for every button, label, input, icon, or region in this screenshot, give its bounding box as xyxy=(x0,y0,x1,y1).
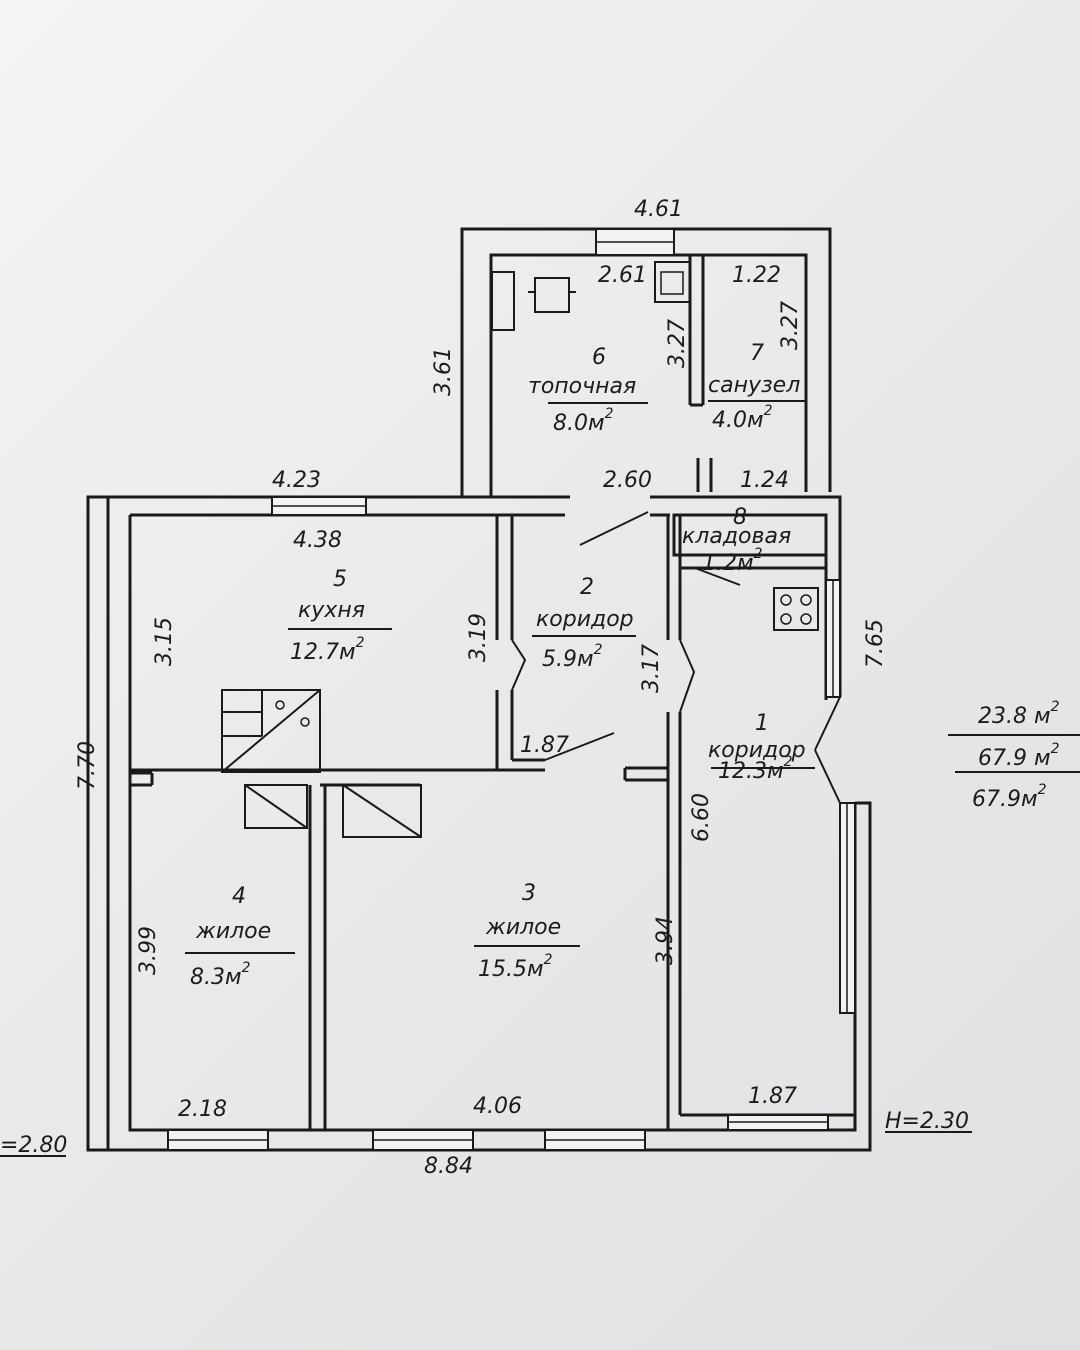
room-3-name: жилое xyxy=(485,915,561,940)
dim-bottom-outer: 8.84 xyxy=(424,1154,473,1179)
water-heater-icon xyxy=(534,277,570,313)
dim-bath-width: 1.22 xyxy=(732,263,781,288)
wardrobe-icon xyxy=(342,784,422,838)
dim-boiler-height: 3.27 xyxy=(665,319,690,368)
dim-kitchen-right-height: 3.19 xyxy=(466,613,491,662)
furnace-icon xyxy=(221,689,321,773)
room-2-name: коридор xyxy=(536,607,634,632)
fixtures xyxy=(221,261,819,838)
walls xyxy=(86,227,872,1152)
room-6-number: 6 xyxy=(592,345,606,370)
stove-icon xyxy=(773,587,819,631)
dim-pantry-width: 1.24 xyxy=(740,468,789,493)
room-5-area: 12.7м2 xyxy=(290,635,365,665)
boiler-icon xyxy=(491,271,515,331)
room-8-area: 1.2м2 xyxy=(702,546,763,576)
dim-annex-height: 3.61 xyxy=(431,347,456,396)
room-4-area: 8.3м2 xyxy=(190,960,251,990)
area-totals: 23.8 м2 67.9 м2 67.9м2 xyxy=(948,699,1080,812)
room-8-name: кладовая xyxy=(682,524,791,549)
total-living: 23.8 м2 xyxy=(978,699,1060,729)
dim-corridor1-height: 6.60 xyxy=(689,793,714,842)
dim-kitchen-height: 3.15 xyxy=(152,617,177,666)
room-6-name: топочная xyxy=(528,374,636,399)
room-7-area: 4.0м2 xyxy=(712,403,773,433)
windows xyxy=(167,228,856,1151)
dim-bath-height: 3.27 xyxy=(778,301,803,350)
dimension-labels: 4.61 2.61 1.22 3.27 3.27 3.61 2.60 1.24 … xyxy=(75,197,888,1179)
dim-right-wall-height: 7.65 xyxy=(863,619,888,668)
dim-room3-width: 4.06 xyxy=(473,1094,522,1119)
room-2-number: 2 xyxy=(580,575,594,600)
room-4-name: жилое xyxy=(195,919,271,944)
dim-corridor2-width: 1.87 xyxy=(520,733,569,758)
room-1-name: коридор xyxy=(708,738,806,763)
dim-kitchen-outer: 4.23 xyxy=(272,468,321,493)
room-5-number: 5 xyxy=(333,567,347,592)
dim-corridor-top: 2.60 xyxy=(603,468,652,493)
room-5-name: кухня xyxy=(298,598,365,623)
room-1-number: 1 xyxy=(755,711,769,736)
room-1-area: 12.3м2 xyxy=(718,754,793,784)
dim-room3-height: 3.94 xyxy=(653,916,678,965)
dim-boiler-width: 2.61 xyxy=(598,263,647,288)
total-general: 67.9 м2 xyxy=(978,741,1060,771)
dim-room4-width: 2.18 xyxy=(178,1097,227,1122)
room-labels: 6 топочная 8.0м2 7 санузел 4.0м2 8 кладо… xyxy=(185,341,815,990)
dim-left-outer-height: 7.70 xyxy=(75,741,100,790)
dim-room4-height: 3.99 xyxy=(136,926,161,975)
ceiling-heights: =2.80 H=2.30 xyxy=(0,1109,972,1158)
dim-corridor2-height: 3.17 xyxy=(639,644,664,693)
dim-corridor1-width: 1.87 xyxy=(748,1084,797,1109)
wardrobe-icon xyxy=(244,784,308,829)
dim-top-outer: 4.61 xyxy=(634,197,683,222)
room-3-number: 3 xyxy=(522,881,536,906)
room-6-area: 8.0м2 xyxy=(553,406,614,436)
height-right: H=2.30 xyxy=(885,1109,969,1134)
room-7-number: 7 xyxy=(750,341,764,366)
dim-kitchen-inner: 4.38 xyxy=(293,528,342,553)
height-left: =2.80 xyxy=(0,1133,67,1158)
room-3-area: 15.5м2 xyxy=(478,952,553,982)
total-overall: 67.9м2 xyxy=(972,782,1047,812)
room-8-number: 8 xyxy=(733,505,747,530)
room-7-name: санузел xyxy=(708,373,800,398)
room-4-number: 4 xyxy=(232,884,246,909)
doors xyxy=(511,511,841,804)
sink-icon xyxy=(654,261,691,303)
room-2-area: 5.9м2 xyxy=(542,642,603,672)
